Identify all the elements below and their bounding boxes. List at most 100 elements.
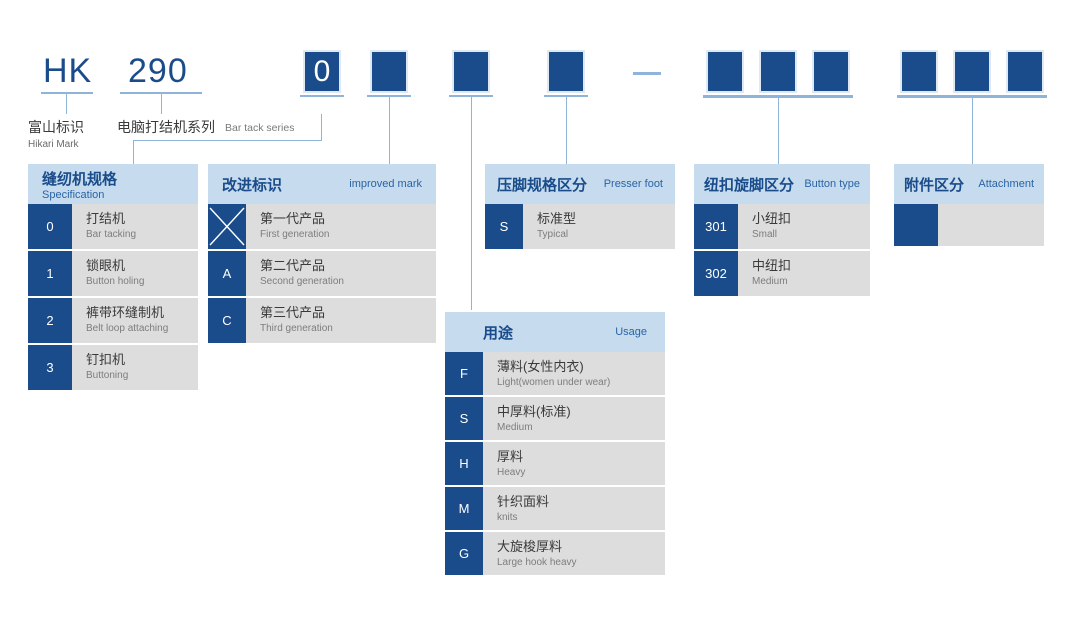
table-attachment-header: 附件区分 Attachment <box>894 164 1044 204</box>
row-code: 302 <box>694 251 738 296</box>
table-row[interactable]: G 大旋梭厚料 Large hook heavy <box>445 532 665 575</box>
table-row[interactable]: 第一代产品 First generation <box>208 204 436 249</box>
row-desc-en: Buttoning <box>86 370 129 381</box>
table-row[interactable]: 0 打结机 Bar tacking <box>28 204 198 249</box>
table-row[interactable]: 2 裤带环缝制机 Belt loop attaching <box>28 298 198 343</box>
row-desc-cn: 第三代产品 <box>260 305 326 320</box>
row-desc-en: Bar tacking <box>86 229 137 240</box>
label-hikari-mark-en: Hikari Mark <box>28 139 79 150</box>
table-usage-title-en: Usage <box>615 326 647 338</box>
row-desc-en: knits <box>497 512 518 523</box>
row-desc-en: Large hook heavy <box>497 557 577 568</box>
table-attachment-title-en: Attachment <box>978 178 1034 190</box>
table-attachment: 附件区分 Attachment <box>894 164 1044 248</box>
row-desc-cn: 大旋梭厚料 <box>497 539 563 554</box>
row-code: 301 <box>694 204 738 249</box>
code-box-button-type-2[interactable] <box>759 50 797 93</box>
row-desc-en: Typical <box>537 229 569 240</box>
row-code: C <box>208 298 246 343</box>
table-row[interactable]: 1 锁眼机 Button holing <box>28 251 198 296</box>
code-box-specification[interactable]: 0 <box>303 50 341 93</box>
table-button-type-title-en: Button type <box>804 178 860 190</box>
hk-stem <box>66 92 67 114</box>
row-desc-en: First generation <box>260 229 330 240</box>
table-row[interactable]: F 薄料(女性内衣) Light(women under wear) <box>445 352 665 395</box>
row-desc: 大旋梭厚料 Large hook heavy <box>483 532 665 575</box>
table-usage: 用途 Usage F 薄料(女性内衣) Light(women under we… <box>445 312 665 577</box>
table-button-type-title-cn: 纽扣旋脚区分 <box>704 176 795 194</box>
row-desc: 小纽扣 Small <box>738 204 870 249</box>
table-row[interactable]: 301 小纽扣 Small <box>694 204 870 249</box>
row-desc: 第一代产品 First generation <box>246 204 436 249</box>
code-box-button-type-1[interactable] <box>706 50 744 93</box>
row-desc: 锁眼机 Button holing <box>72 251 198 296</box>
code-box-attachment-2[interactable] <box>953 50 991 93</box>
row-code: 3 <box>28 345 72 390</box>
table-button-type: 纽扣旋脚区分 Button type 301 小纽扣 Small 302 中纽扣… <box>694 164 870 298</box>
table-presser-foot-title-cn: 压脚规格区分 <box>497 176 588 194</box>
table-specification: 缝纫机规格 Specification 0 打结机 Bar tacking 1 … <box>28 164 198 392</box>
code-box-attachment-1[interactable] <box>900 50 938 93</box>
row-code: A <box>208 251 246 296</box>
table-attachment-title-cn: 附件区分 <box>904 176 965 194</box>
table-presser-foot-header: 压脚规格区分 Presser foot <box>485 164 675 204</box>
row-desc-cn: 中厚料(标准) <box>497 404 571 419</box>
table-improved-mark: 改进标识 improved mark 第一代产品 First generatio… <box>208 164 436 345</box>
connector-specification-v2 <box>321 114 322 141</box>
table-row[interactable] <box>894 204 1044 246</box>
table-row[interactable]: S 中厚料(标准) Medium <box>445 397 665 440</box>
row-desc-cn: 裤带环缝制机 <box>86 305 165 320</box>
connector-usage <box>471 97 472 310</box>
row-desc-cn: 钉扣机 <box>86 352 126 367</box>
row-desc-cn: 标准型 <box>537 211 577 226</box>
series-stem <box>161 92 162 114</box>
row-desc-en: Medium <box>497 422 533 433</box>
table-row[interactable]: 3 钉扣机 Buttoning <box>28 345 198 390</box>
x-cross-icon <box>209 207 245 246</box>
code-box-presser-foot[interactable] <box>547 50 585 93</box>
row-desc: 中纽扣 Medium <box>738 251 870 296</box>
row-desc-cn: 薄料(女性内衣) <box>497 359 584 374</box>
code-box-usage-underline <box>449 95 493 97</box>
row-desc-cn: 打结机 <box>86 211 126 226</box>
table-specification-title-cn: 缝纫机规格 <box>42 170 118 188</box>
row-code: S <box>485 204 523 249</box>
row-code <box>208 204 246 249</box>
connector-specification-v1 <box>133 140 134 164</box>
row-code: S <box>445 397 483 440</box>
row-desc-en: Medium <box>752 276 788 287</box>
code-box-improved-mark[interactable] <box>370 50 408 93</box>
row-desc-cn: 中纽扣 <box>752 258 792 273</box>
table-row[interactable]: H 厚料 Heavy <box>445 442 665 485</box>
row-code: G <box>445 532 483 575</box>
table-row[interactable]: C 第三代产品 Third generation <box>208 298 436 343</box>
table-specification-header: 缝纫机规格 Specification <box>28 164 198 204</box>
table-row[interactable]: 302 中纽扣 Medium <box>694 251 870 296</box>
row-desc: 针织面料 knits <box>483 487 665 530</box>
table-usage-title-cn: 用途 <box>483 324 514 342</box>
row-desc-cn: 第一代产品 <box>260 211 326 226</box>
hk-underline <box>41 92 93 94</box>
row-desc-cn: 锁眼机 <box>86 258 126 273</box>
row-desc: 标准型 Typical <box>523 204 675 249</box>
table-button-type-header: 纽扣旋脚区分 Button type <box>694 164 870 204</box>
table-usage-header: 用途 Usage <box>445 312 665 352</box>
table-row[interactable]: M 针织面料 knits <box>445 487 665 530</box>
row-code: F <box>445 352 483 395</box>
row-desc: 中厚料(标准) Medium <box>483 397 665 440</box>
row-desc-cn: 第二代产品 <box>260 258 326 273</box>
table-row[interactable]: A 第二代产品 Second generation <box>208 251 436 296</box>
connector-attachment <box>972 97 973 164</box>
code-box-attachment-3[interactable] <box>1006 50 1044 93</box>
row-desc-en: Button holing <box>86 276 145 287</box>
row-desc: 第三代产品 Third generation <box>246 298 436 343</box>
row-desc: 厚料 Heavy <box>483 442 665 485</box>
table-row[interactable]: S 标准型 Typical <box>485 204 675 249</box>
code-box-improved-mark-underline <box>367 95 411 97</box>
label-bar-tack-series-cn: 电脑打结机系列 <box>117 119 215 135</box>
connector-presser-foot <box>566 97 567 164</box>
code-box-specification-underline <box>300 95 344 97</box>
code-box-button-type-3[interactable] <box>812 50 850 93</box>
row-code: M <box>445 487 483 530</box>
code-box-usage[interactable] <box>452 50 490 93</box>
